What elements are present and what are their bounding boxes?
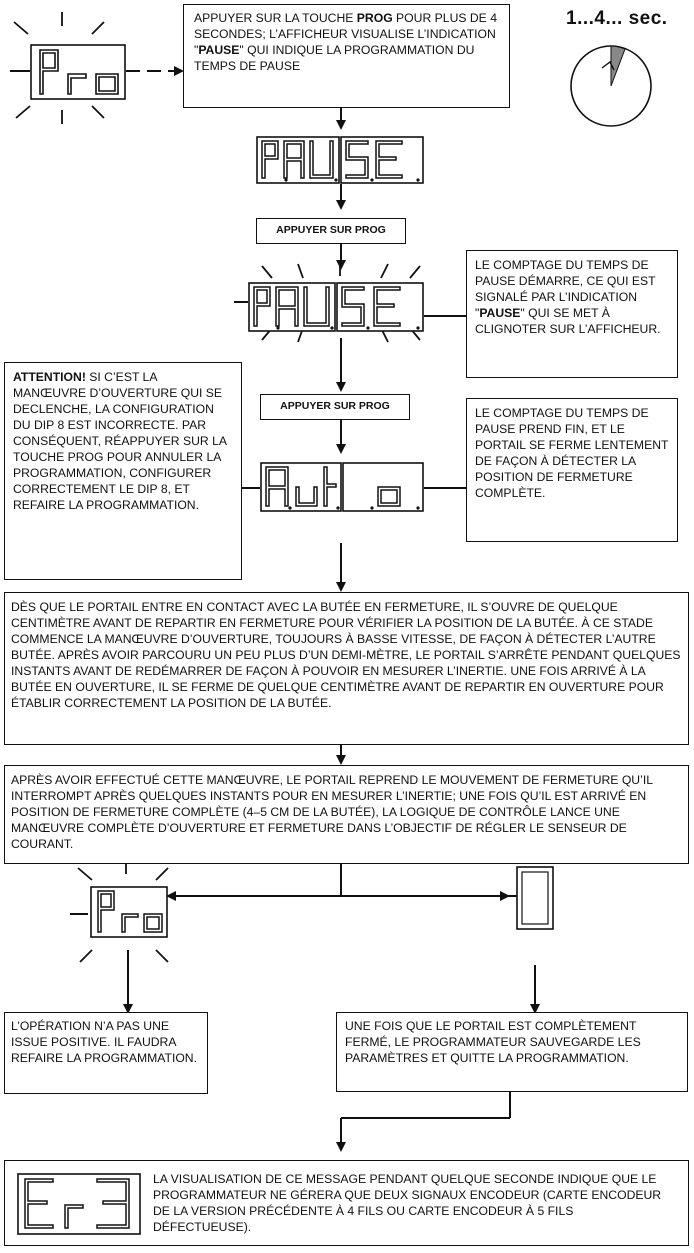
warning-keyword: ATTENTION! — [13, 370, 86, 384]
step1-text-post: " QUI INDIQUE LA PROGRAMMATION DU TEMPS … — [194, 43, 475, 73]
lcd-pro-failure-display — [90, 886, 168, 938]
lcd-encoder-error-display — [17, 1173, 141, 1235]
step1-pause-keyword: PAUSE — [198, 43, 240, 57]
lcd-pause-blinking-display — [248, 282, 424, 332]
gate-closed-icon — [516, 866, 554, 930]
success-message-text: UNE FOIS QUE LE PORTAIL EST COMPLÈTEMENT… — [345, 1019, 641, 1065]
lcd-pro-display — [30, 44, 126, 100]
warning-box: ATTENTION! SI C’EST LA MANŒUVRE D’OUVERT… — [4, 362, 242, 580]
note-pause-start-box: LE COMPTAGE DU TEMPS DE PAUSE DÉMARRE, C… — [466, 250, 678, 378]
paragraph-calibration-box: DÈS QUE LE PORTAIL ENTRE EN CONTACT AVEC… — [4, 592, 689, 745]
step1-text-pre: APPUYER SUR LA TOUCHE — [194, 11, 357, 25]
success-message-box: UNE FOIS QUE LE PORTAIL EST COMPLÈTEMENT… — [336, 1012, 688, 1092]
step1-prog-keyword: PROG — [356, 11, 393, 25]
failure-message-text: L’OPÉRATION N’A PAS UNE ISSUE POSITIVE. … — [11, 1019, 197, 1065]
note-pause-start-text-pre: LE COMPTAGE DU TEMPS DE PAUSE DÉMARRE, C… — [475, 258, 656, 320]
paragraph-closing-text: APRÈS AVOIR EFFECTUÉ CETTE MANŒUVRE, LE … — [11, 773, 653, 851]
timer-icon — [570, 45, 652, 127]
lcd-auto-display — [260, 462, 424, 512]
paragraph-closing-box: APRÈS AVOIR EFFECTUÉ CETTE MANŒUVRE, LE … — [4, 765, 689, 864]
lcd-pause-display — [256, 136, 424, 184]
note-pause-start-text-post: " QUI SE MET À CLIGNOTER SUR L’AFFICHEUR… — [475, 306, 661, 336]
note-pause-end-box: LE COMPTAGE DU TEMPS DE PAUSE PREND FIN,… — [466, 398, 678, 542]
failure-message-box: L’OPÉRATION N’A PAS UNE ISSUE POSITIVE. … — [4, 1012, 208, 1094]
note-pause-start-keyword: PAUSE — [479, 306, 521, 320]
encoder-warning-text: LA VISUALISATION DE CE MESSAGE PENDANT Q… — [153, 1172, 662, 1234]
paragraph-calibration-text: DÈS QUE LE PORTAIL ENTRE EN CONTACT AVEC… — [11, 600, 681, 710]
warning-text: SI C’EST LA MANŒUVRE D’OUVERTURE QUI SE … — [13, 370, 227, 512]
encoder-warning-box: LA VISUALISATION DE CE MESSAGE PENDANT Q… — [4, 1160, 689, 1246]
step1-text-mid: POUR PLUS DE 4 SECONDES; L’AFFICHEUR VIS… — [194, 11, 497, 57]
timer-label: 1...4... sec. — [566, 8, 668, 29]
note-pause-end-text: LE COMPTAGE DU TEMPS DE PAUSE PREND FIN,… — [475, 406, 669, 500]
step-press-prog-box: APPUYER SUR LA TOUCHE PROG POUR PLUS DE … — [183, 4, 510, 108]
press-prog-label-2: APPUYER SUR PROG — [260, 394, 410, 420]
press-prog-label-1: APPUYER SUR PROG — [256, 218, 406, 244]
